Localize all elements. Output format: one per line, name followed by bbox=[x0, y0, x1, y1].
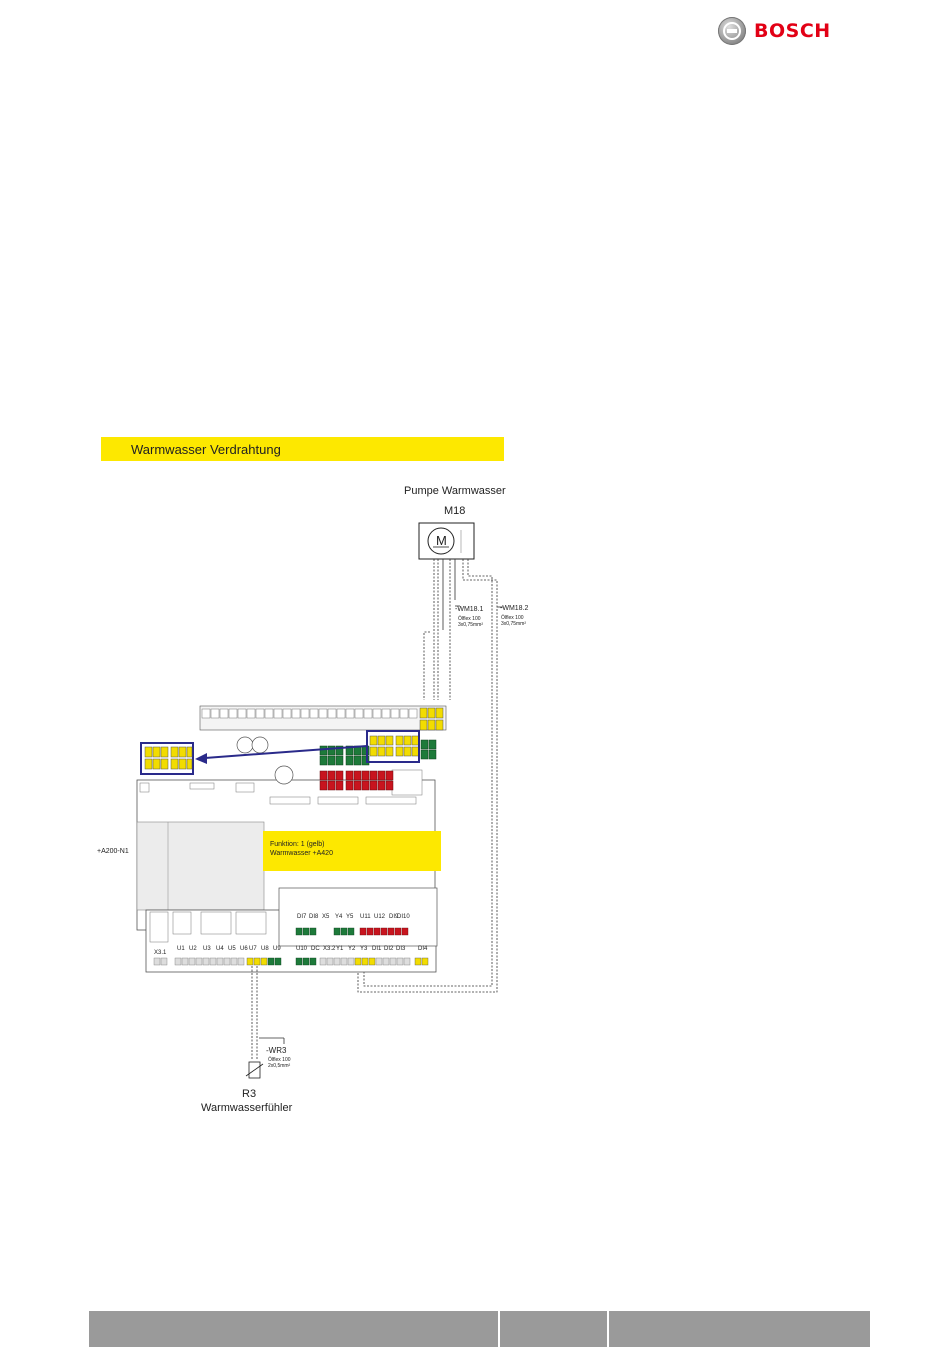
terminal-label: U1 bbox=[177, 946, 185, 952]
terminal-label: Y1 bbox=[336, 946, 344, 952]
sensor-name: Warmwasserfühler bbox=[201, 1102, 293, 1114]
sensor-id: R3 bbox=[242, 1088, 257, 1100]
pump-title: Pumpe Warmwasser bbox=[404, 485, 506, 497]
terminal-label: U9 bbox=[273, 946, 281, 952]
pump-motor-label: M bbox=[436, 533, 447, 548]
terminal-label: DI1 bbox=[372, 946, 382, 952]
function-line-2: Warmwasser +A420 bbox=[270, 850, 333, 857]
terminal-label: U2 bbox=[189, 946, 197, 952]
controller-bottom-terminals bbox=[145, 887, 438, 973]
footer-divider bbox=[607, 1311, 609, 1347]
pump-cable-1-id: -WM18.1 bbox=[455, 606, 484, 613]
terminal-label: X3.2 bbox=[323, 946, 336, 952]
pump-motor-symbol bbox=[418, 522, 475, 560]
terminal-label: X5 bbox=[322, 914, 330, 920]
terminal-label: U8 bbox=[261, 946, 269, 952]
controller-id: +A200-N1 bbox=[97, 848, 129, 855]
sensor-cable-spec-2: 2x0,5mm² bbox=[268, 1063, 291, 1069]
terminal-label: DI2 bbox=[384, 946, 394, 952]
terminal-label: X3.1 bbox=[154, 950, 167, 956]
terminal-label: U10 bbox=[296, 946, 308, 952]
section-title: Warmwasser Verdrahtung bbox=[101, 437, 504, 461]
terminal-label: U12 bbox=[374, 914, 386, 920]
terminal-label: U4 bbox=[216, 946, 224, 952]
sensor-cable-spec-1: Ölflex 100 bbox=[268, 1057, 291, 1063]
terminal-label: Y4 bbox=[335, 914, 343, 920]
page-footer bbox=[89, 1311, 870, 1347]
function-note: Funktion: 1 (gelb) Warmwasser +A420 bbox=[263, 831, 441, 871]
pump-cable-1-spec-1: Ölflex 100 bbox=[458, 616, 481, 622]
terminal-label: DI10 bbox=[397, 914, 410, 920]
terminal-label: U6 bbox=[240, 946, 248, 952]
terminal-label: DC bbox=[311, 946, 320, 952]
pump-cable-2-id: -WM18.2 bbox=[500, 605, 529, 612]
terminal-label: U3 bbox=[203, 946, 211, 952]
sensor-cable-id: -WR3 bbox=[266, 1046, 287, 1055]
terminal-label: Y2 bbox=[348, 946, 356, 952]
terminal-label: U5 bbox=[228, 946, 236, 952]
terminal-label: DI3 bbox=[396, 946, 406, 952]
pump-cables bbox=[357, 559, 503, 993]
controller-top-terminals bbox=[199, 705, 447, 731]
bosch-armature-icon bbox=[718, 17, 746, 45]
terminal-label: Y5 bbox=[346, 914, 354, 920]
sensor-wiring bbox=[245, 966, 285, 1079]
bosch-logo: BOSCH bbox=[718, 16, 831, 46]
pump-cable-1-spec-2: 3x0,75mm² bbox=[458, 622, 484, 628]
highlight-frame-board bbox=[366, 730, 420, 763]
terminal-label: Y3 bbox=[360, 946, 368, 952]
brand-name: BOSCH bbox=[754, 20, 831, 42]
terminal-label: DI4 bbox=[418, 946, 428, 952]
pump-cable-2-spec-2: 3x0,75mm² bbox=[501, 621, 527, 627]
terminal-label: DI9 bbox=[389, 914, 399, 920]
terminal-inset bbox=[140, 742, 368, 775]
pump-cable-2-spec-1: Ölflex 100 bbox=[501, 615, 524, 621]
pump-id: M18 bbox=[444, 505, 466, 517]
terminal-label: DI7 bbox=[297, 914, 307, 920]
terminal-label: U11 bbox=[360, 914, 371, 920]
terminal-label: DI8 bbox=[309, 914, 319, 920]
terminal-label: U7 bbox=[249, 946, 257, 952]
section-title-text: Warmwasser Verdrahtung bbox=[131, 441, 281, 457]
relay-terminals bbox=[319, 730, 437, 791]
footer-divider bbox=[498, 1311, 500, 1347]
function-line-1: Funktion: 1 (gelb) bbox=[270, 841, 325, 848]
